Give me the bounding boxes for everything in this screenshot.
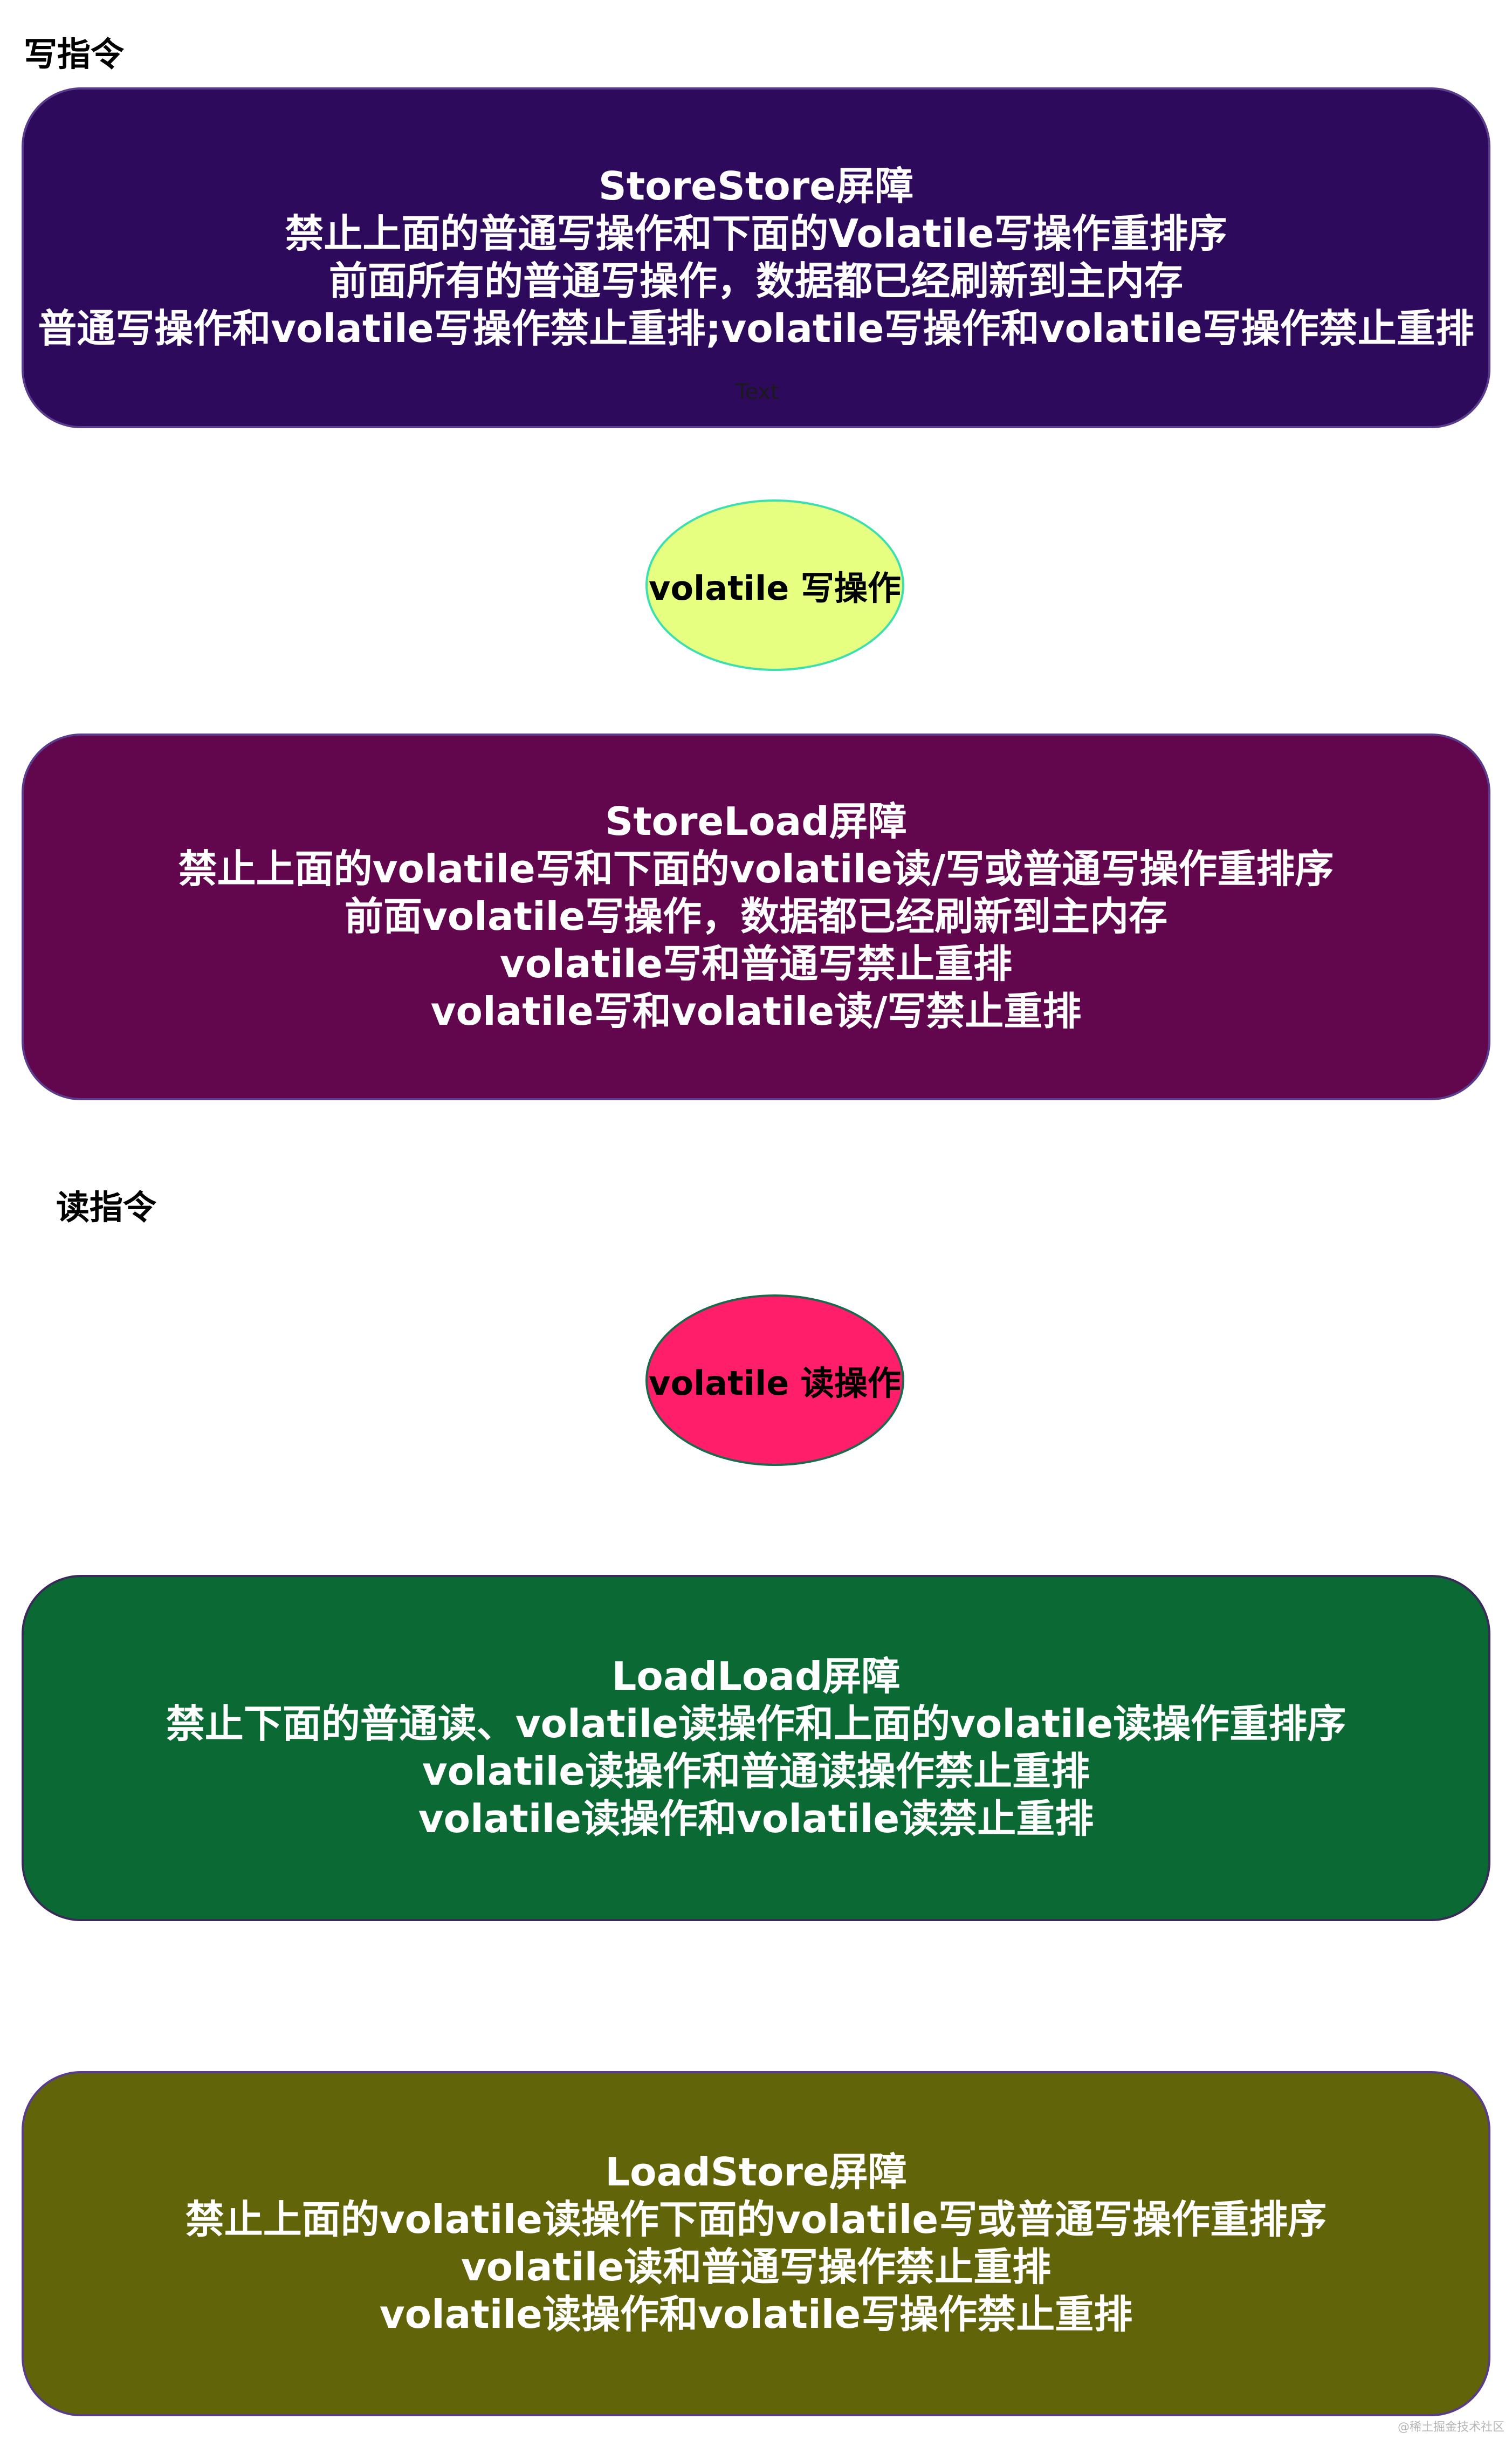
- loadload-line-3: volatile读操作和volatile读禁止重排: [418, 1795, 1094, 1841]
- volatile-write-operation-node: volatile 写操作: [645, 499, 904, 671]
- storestore-line-2: 前面所有的普通写操作，数据都已经刷新到主内存: [328, 258, 1183, 304]
- storestore-barrier-box: StoreStore屏障 禁止上面的普通写操作和下面的Volatile写操作重排…: [22, 87, 1490, 428]
- storestore-line-3: 普通写操作和volatile写操作禁止重排;volatile写操作和volati…: [38, 305, 1474, 351]
- loadstore-title: LoadStore屏障: [605, 2149, 907, 2195]
- write-instruction-label: 写指令: [24, 35, 125, 74]
- storestore-title: StoreStore屏障: [598, 163, 914, 209]
- storestore-line-1: 禁止上面的普通写操作和下面的Volatile写操作重排序: [285, 211, 1227, 257]
- loadload-title: LoadLoad屏障: [611, 1654, 901, 1699]
- storeload-title: StoreLoad屏障: [605, 799, 907, 845]
- watermark-text: @稀土掘金技术社区: [1397, 2421, 1504, 2434]
- loadload-line-2: volatile读操作和普通读操作禁止重排: [422, 1749, 1090, 1794]
- storeload-line-2: 前面volatile写操作，数据都已经刷新到主内存: [344, 894, 1168, 940]
- loadload-barrier-box: LoadLoad屏障 禁止下面的普通读、volatile读操作和上面的volat…: [22, 1575, 1490, 1921]
- volatile-read-operation-node: volatile 读操作: [645, 1294, 904, 1466]
- storeload-line-3: volatile写和普通写禁止重排: [499, 941, 1013, 986]
- storeload-barrier-box: StoreLoad屏障 禁止上面的volatile写和下面的volatile读/…: [22, 734, 1490, 1100]
- loadstore-barrier-box: LoadStore屏障 禁止上面的volatile读操作下面的volatile写…: [22, 2071, 1490, 2416]
- storeload-line-4: volatile写和volatile读/写禁止重排: [430, 988, 1082, 1034]
- loadstore-line-1: 禁止上面的volatile读操作下面的volatile写或普通写操作重排序: [185, 2197, 1327, 2243]
- storeload-line-1: 禁止上面的volatile写和下面的volatile读/写或普通写操作重排序: [178, 846, 1334, 892]
- loadstore-line-3: volatile读操作和volatile写操作禁止重排: [379, 2291, 1133, 2337]
- read-instruction-label: 读指令: [56, 1188, 157, 1227]
- storestore-placeholder-text: Text: [736, 380, 779, 405]
- loadload-line-1: 禁止下面的普通读、volatile读操作和上面的volatile读操作重排序: [166, 1701, 1346, 1747]
- loadstore-line-2: volatile读和普通写操作禁止重排: [461, 2244, 1051, 2290]
